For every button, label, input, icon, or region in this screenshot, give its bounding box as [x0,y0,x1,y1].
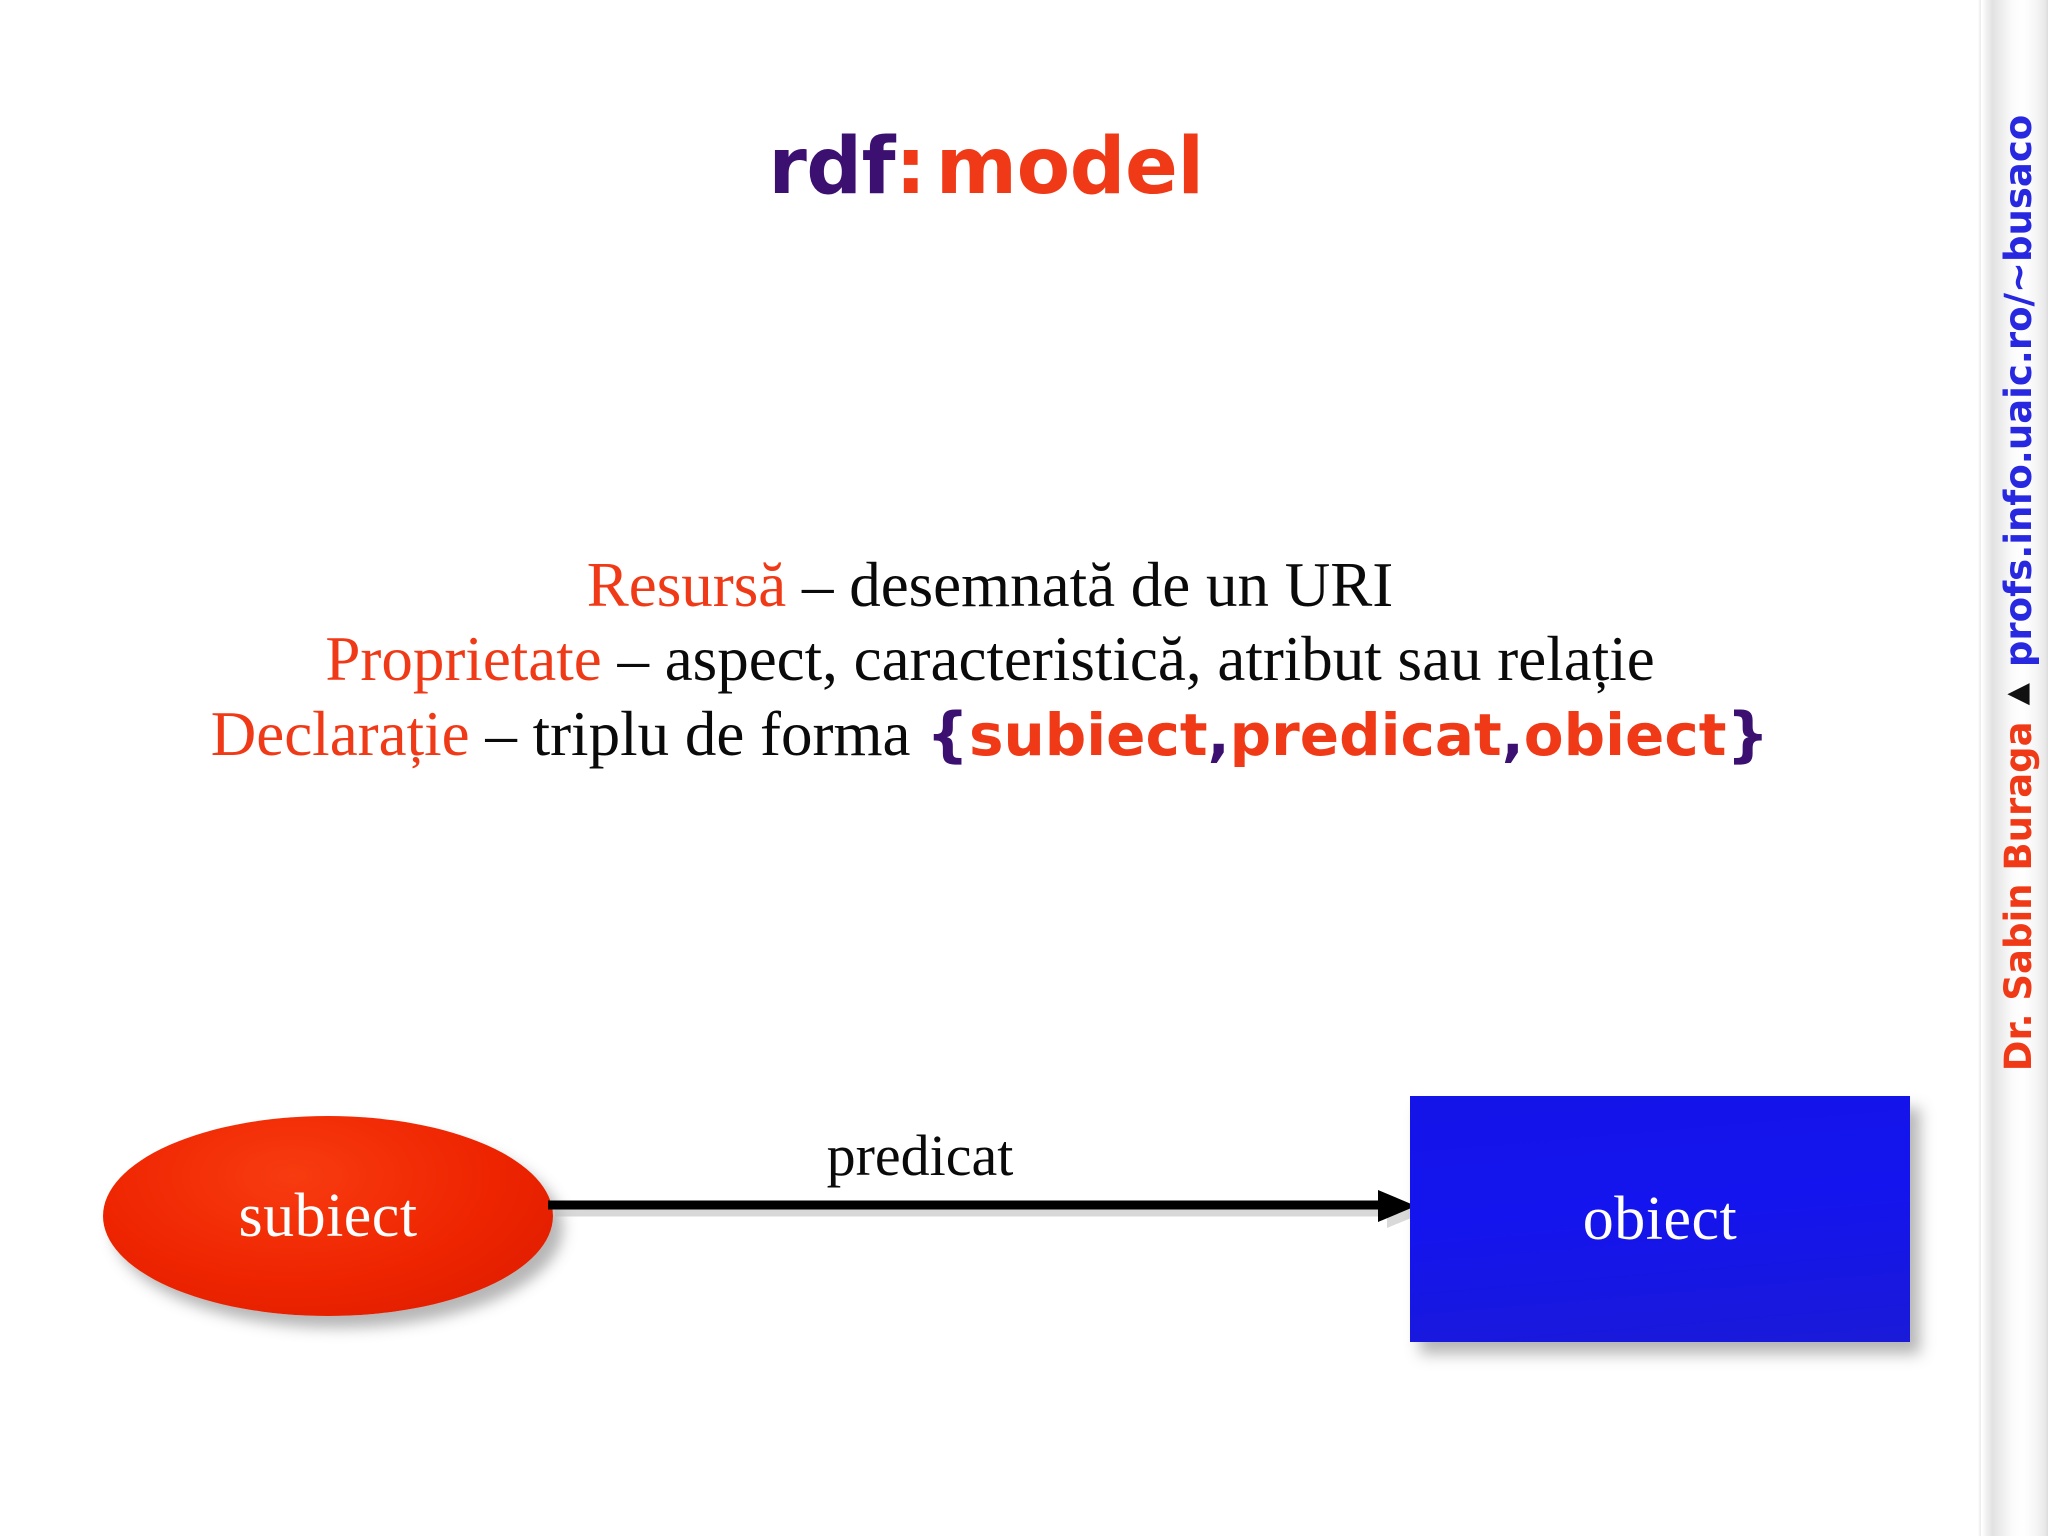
subject-node: subiect [103,1116,553,1316]
object-node: obiect [1410,1096,1910,1342]
triangle-icon: ▲ [1999,683,2033,706]
triple-obiect: obiect [1523,700,1727,769]
rdf-triple-diagram: subiect predicat obiect [0,1040,1972,1460]
brace-close: } [1726,699,1770,770]
definition-line-declaratie: Declarație – triplu de forma {subiect,pr… [40,697,1940,771]
sidebar-url-link[interactable]: profs.info.uaic.ro/~busaco [1996,114,2040,668]
subject-node-label: subiect [238,1182,418,1250]
page-title: rdf:model [0,128,1972,206]
sidebar-strip [1982,0,2048,1536]
predicate-arrow [548,1180,1420,1230]
definition-line-resursa: Resursă – desemnată de un URI [40,548,1940,622]
predicate-edge-label: predicat [826,1123,1014,1188]
title-main: model [935,122,1204,212]
title-prefix: rdf [768,122,896,212]
sidebar-credits: Dr. Sabin Buraga ▲ profs.info.uaic.ro/~b… [1985,0,2048,1361]
triple-predicat: predicat [1229,700,1502,769]
definition-resursa: – desemnată de un URI [786,550,1394,620]
definition-list: Resursă – desemnată de un URI Proprietat… [40,548,1940,771]
triple-subiect: subiect [968,700,1208,769]
term-resursa: Resursă [586,550,787,620]
sidebar-author-name: Dr. Sabin Buraga [1996,721,2040,1072]
sidebar-divider [1978,0,1981,1536]
title-colon: : [895,122,926,212]
definition-proprietate: – aspect, caracteristică, atribut sau re… [601,624,1655,695]
triple-separator-1: , [1207,700,1230,769]
term-declaratie: Declarație [210,698,470,769]
object-node-label: obiect [1582,1185,1738,1253]
definition-declaratie: – triplu de forma [469,698,927,769]
sidebar: Dr. Sabin Buraga ▲ profs.info.uaic.ro/~b… [1970,0,2048,1536]
arrow-icon [548,1190,1420,1228]
definition-line-proprietate: Proprietate – aspect, caracteristică, at… [40,622,1940,696]
triple-separator-2: , [1501,700,1524,769]
brace-open: { [926,699,969,770]
term-proprietate: Proprietate [325,624,602,695]
